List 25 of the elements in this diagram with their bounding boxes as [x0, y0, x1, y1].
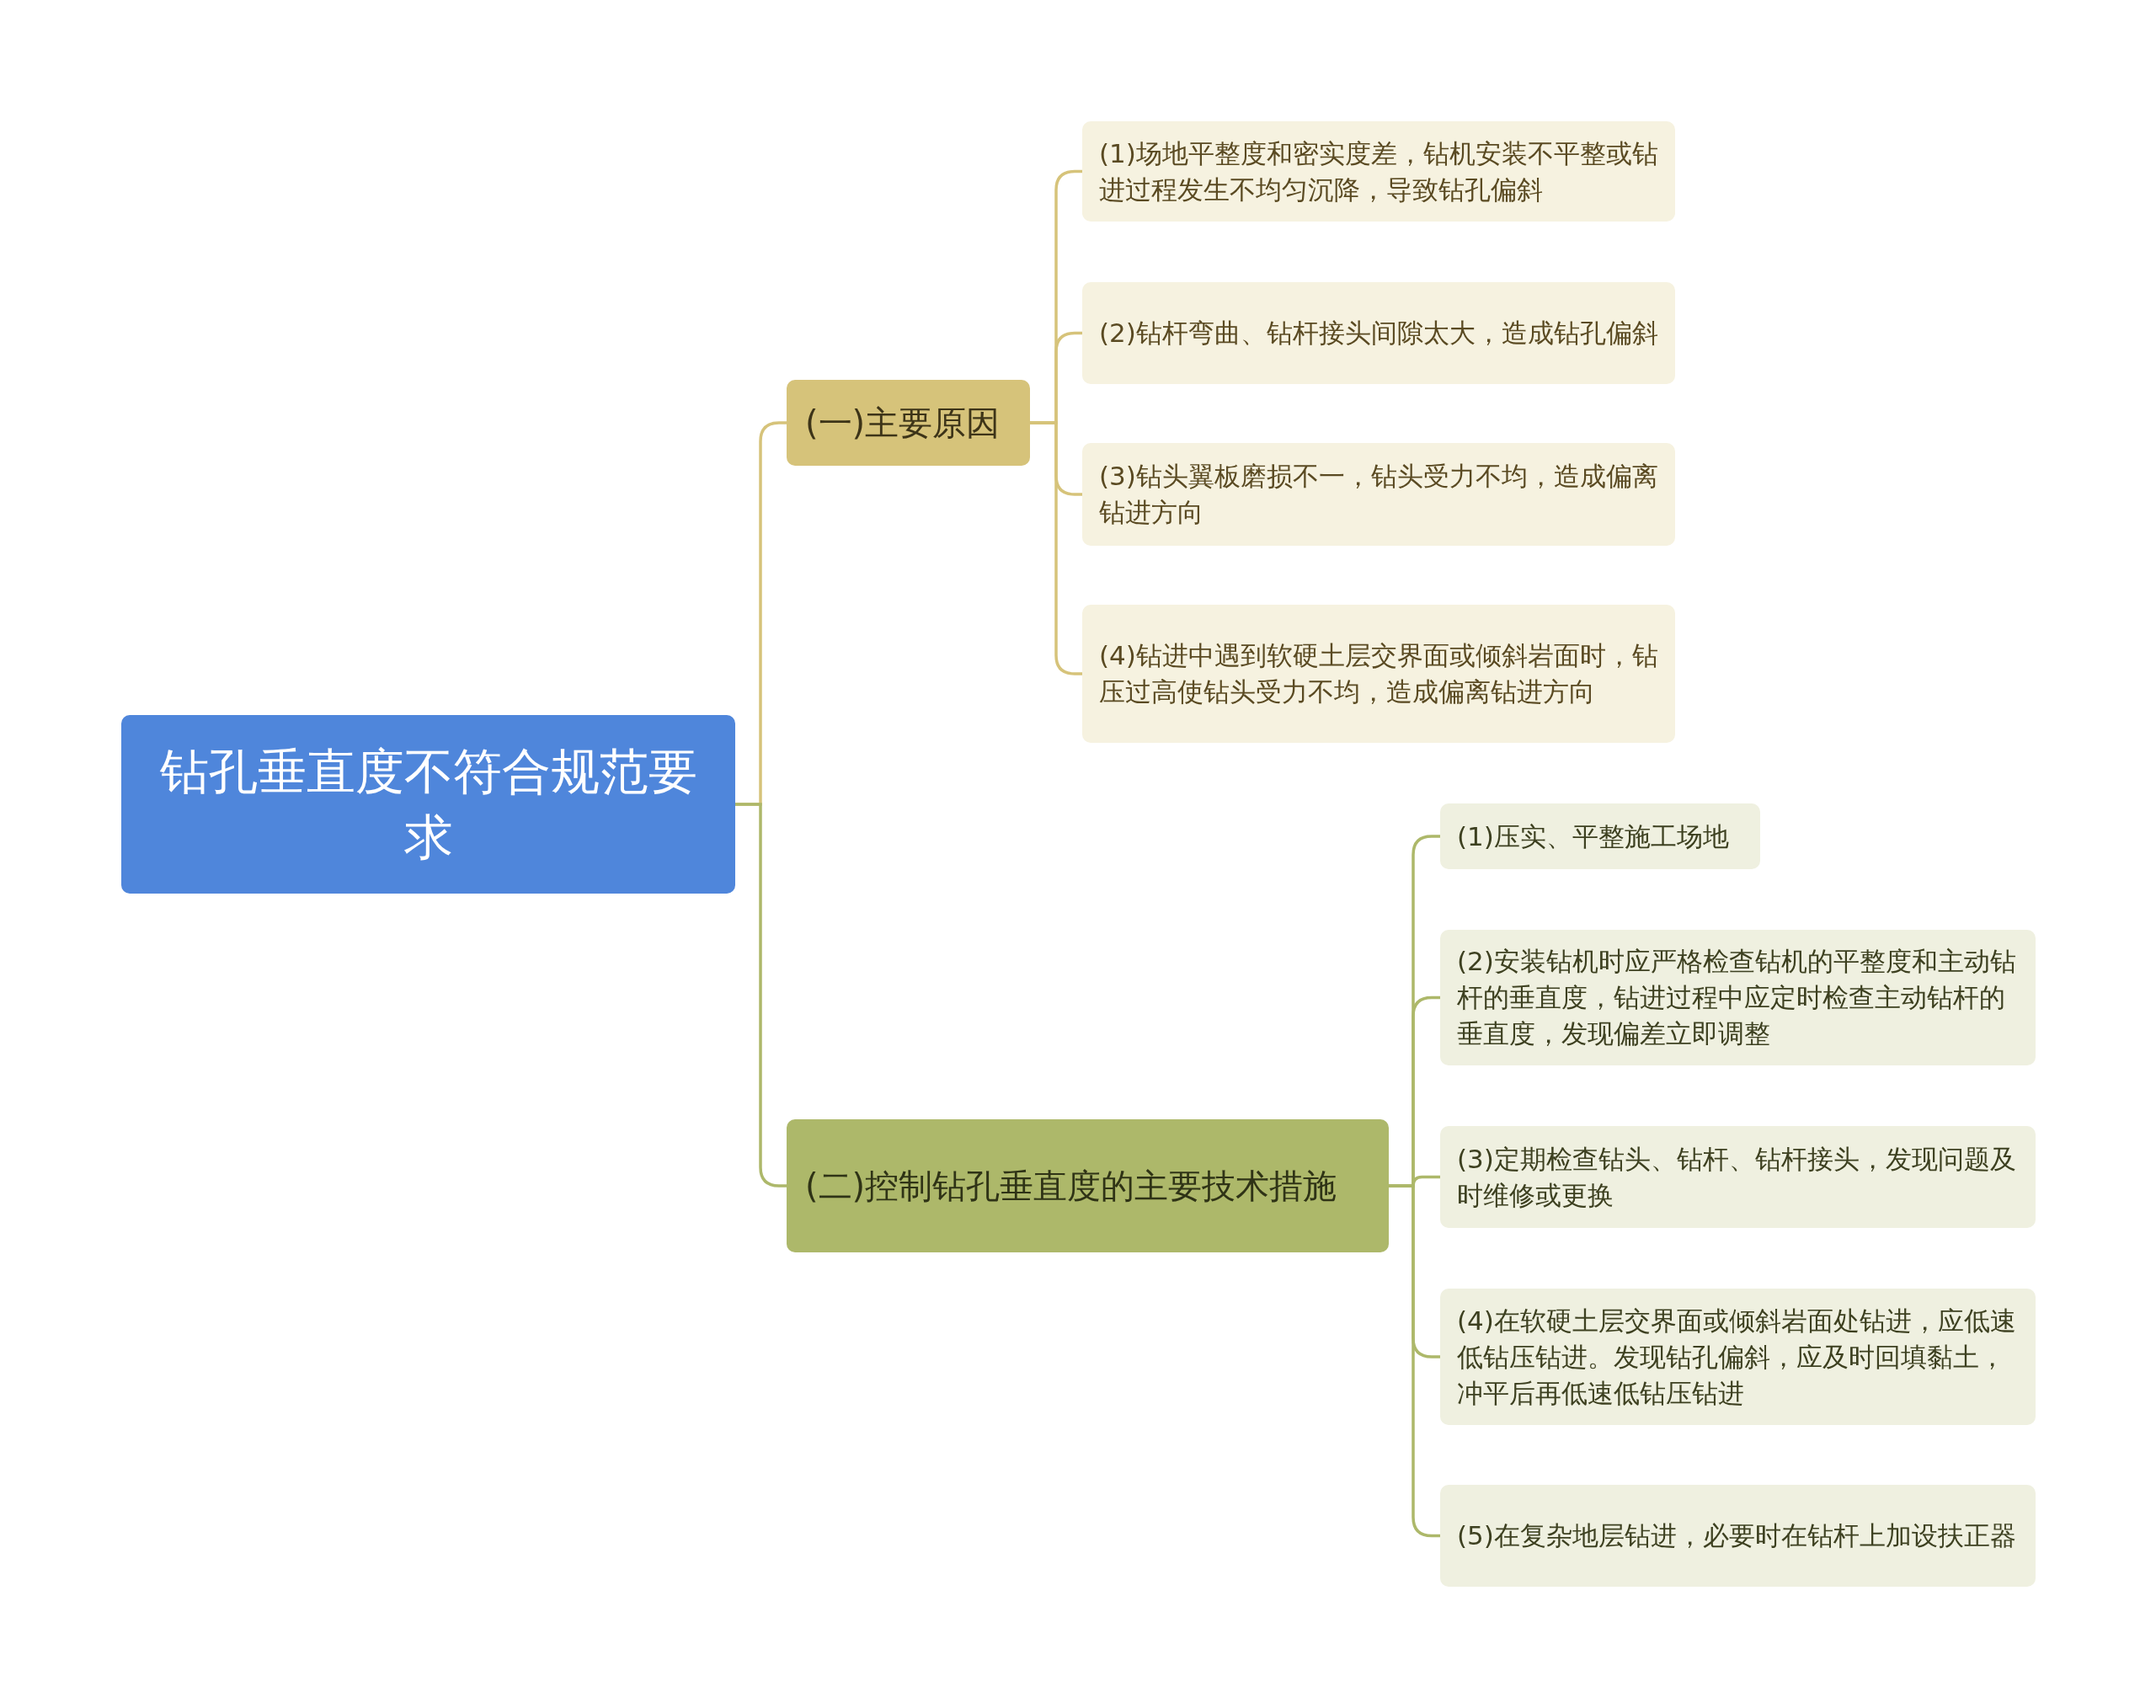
node-text: (1)压实、平整施工场地 [1457, 819, 1729, 853]
topic-box [1440, 1485, 2036, 1587]
connector-line [1389, 1184, 1440, 1538]
topic-box [1082, 443, 1675, 546]
node-text: (二)控制钻孔垂直度的主要技术措施 [805, 1166, 1337, 1207]
node-text: (1)场地平整度和密实度差，钻机安装不平整或钻进过程发生不均匀沉降，导致钻孔偏斜 [1099, 136, 1658, 206]
root-box [121, 715, 735, 894]
topic-box [1440, 930, 2036, 1065]
branch-box [787, 1119, 1389, 1252]
topic-box [1082, 605, 1675, 743]
node-text: (4)钻进中遇到软硬土层交界面或倾斜岩面时，钻压过高使钻头受力不均，造成偏离钻进方向 [1099, 639, 1658, 708]
title-text: 钻孔垂直度不符合规范要求 [158, 742, 698, 867]
node-text: (3)定期检查钻头、钻杆、钻杆接头，发现问题及时维修或更换 [1457, 1142, 2017, 1212]
node-text: (2)钻杆弯曲、钻杆接头间隙太大，造成钻孔偏斜 [1099, 317, 1658, 350]
node-text: (4)在软硬土层交界面或倾斜岩面处钻进，应低速低钻压钻进。发现钻孔偏斜，应及时回填黏土，冲平后再低速低钻压钻进 [1457, 1304, 2017, 1410]
node-text: (2)安装钻机时应严格检查钻机的平整度和主动钻杆的垂直度，钻进过程中应定时检查主动钻杆的垂直度，发现偏差立即调整 [1457, 945, 2017, 1050]
topic-box [1082, 282, 1675, 384]
topic-box [1440, 1126, 2036, 1228]
node-text: (一)主要原因 [805, 403, 1001, 444]
node-text: (5)在复杂地层钻进，必要时在钻杆上加设扶正器 [1457, 1519, 2016, 1552]
branch-box [787, 380, 1030, 466]
node-text: (3)钻头翼板磨损不一，钻头受力不均，造成偏离钻进方向 [1099, 460, 1658, 529]
topic-box [1082, 121, 1675, 222]
topic-box [1440, 803, 1760, 869]
topic-box [1440, 1289, 2036, 1425]
